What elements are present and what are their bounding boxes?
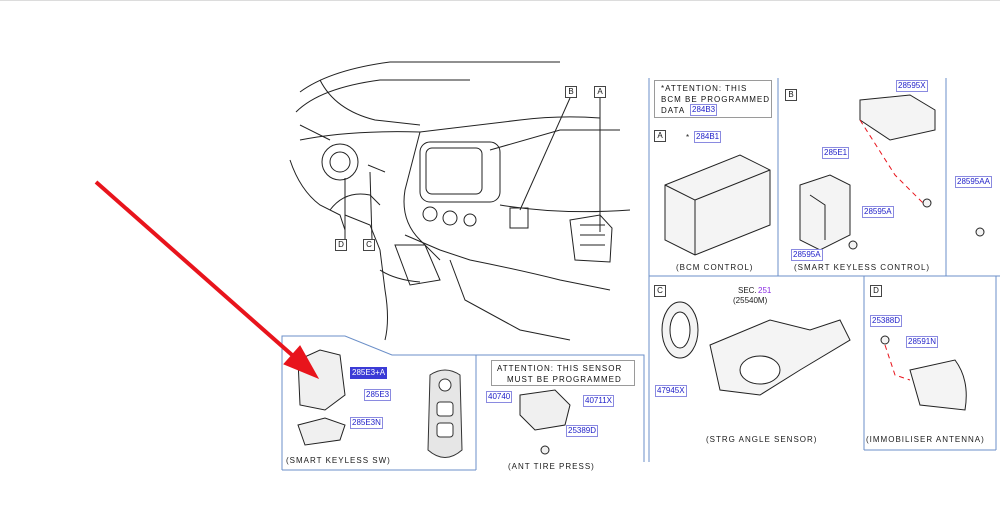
callout-c-left: C xyxy=(363,239,375,251)
smart-keyless-control xyxy=(799,94,985,251)
immobiliser-antenna xyxy=(880,335,967,411)
sec-number[interactable]: 251 xyxy=(758,286,772,295)
caption-immobiliser-antenna: (IMMOBILISER ANTENNA) xyxy=(866,435,985,444)
panel-frames xyxy=(281,78,1000,471)
steering-angle-sensor xyxy=(661,301,851,396)
dashboard-illustration xyxy=(289,61,631,341)
bcm-module xyxy=(664,154,771,256)
part-285E3-A[interactable]: 285E3+A xyxy=(350,367,388,379)
callout-b-top: B xyxy=(565,86,577,98)
part-47945X[interactable]: 47945X xyxy=(655,385,687,397)
part-28595X[interactable]: 28595X xyxy=(896,80,928,92)
callout-a-top: A xyxy=(594,86,606,98)
part-285E1[interactable]: 285E1 xyxy=(822,147,850,159)
bcm-note-line2: BCM BE PROGRAMMED xyxy=(661,95,771,104)
bcm-note-line3: DATA xyxy=(661,106,686,115)
immob-connector-lines xyxy=(884,344,911,381)
part-28595A-2[interactable]: 28595A xyxy=(791,249,823,261)
sensor-note-line2: MUST BE PROGRAMMED xyxy=(507,375,622,384)
part-25388D[interactable]: 25388D xyxy=(870,315,903,327)
sensor-note-line1: ATTENTION: THIS SENSOR xyxy=(497,364,623,373)
callout-d-panel: D xyxy=(870,285,882,297)
part-28591N[interactable]: 28591N xyxy=(906,336,939,348)
callout-a-panel: A xyxy=(654,130,666,142)
top-divider xyxy=(0,0,1000,1)
key-fob xyxy=(427,369,463,458)
part-284B3[interactable]: 284B3 xyxy=(690,104,718,116)
part-285E3N[interactable]: 285E3N xyxy=(350,417,383,429)
part-25540M: (25540M) xyxy=(733,296,768,305)
tire-pressure-sensor xyxy=(519,389,571,455)
part-25389D[interactable]: 25389D xyxy=(566,425,599,437)
sec-label: SEC. xyxy=(738,286,757,295)
bcm-note-line1: *ATTENTION: THIS xyxy=(661,84,748,93)
callout-b-panel: B xyxy=(785,89,797,101)
part-40740[interactable]: 40740 xyxy=(486,391,513,403)
caption-smart-keyless-sw: (SMART KEYLESS SW) xyxy=(286,456,391,465)
callout-d-left: D xyxy=(335,239,347,251)
sensor-note-frame xyxy=(491,360,635,386)
part-284B1-star: * xyxy=(686,133,691,142)
caption-ant-tire-press: (ANT TIRE PRESS) xyxy=(508,462,595,471)
caption-strg-angle-sensor: (STRG ANGLE SENSOR) xyxy=(706,435,818,444)
bcm-note-frame xyxy=(654,80,772,118)
callout-c-panel: C xyxy=(654,285,666,297)
part-285E3[interactable]: 285E3 xyxy=(364,389,392,401)
caption-bcm-control: (BCM CONTROL) xyxy=(676,263,754,272)
caption-smart-keyless-control: (SMART KEYLESS CONTROL) xyxy=(794,263,931,272)
red-arrow-pointer xyxy=(94,180,320,380)
part-28595A-1[interactable]: 28595A xyxy=(862,206,894,218)
part-40711X[interactable]: 40711X xyxy=(583,395,614,407)
part-28595AA[interactable]: 28595AA xyxy=(955,176,992,188)
skc-connector-lines xyxy=(859,119,926,206)
part-284B1[interactable]: 284B1 xyxy=(694,131,722,143)
